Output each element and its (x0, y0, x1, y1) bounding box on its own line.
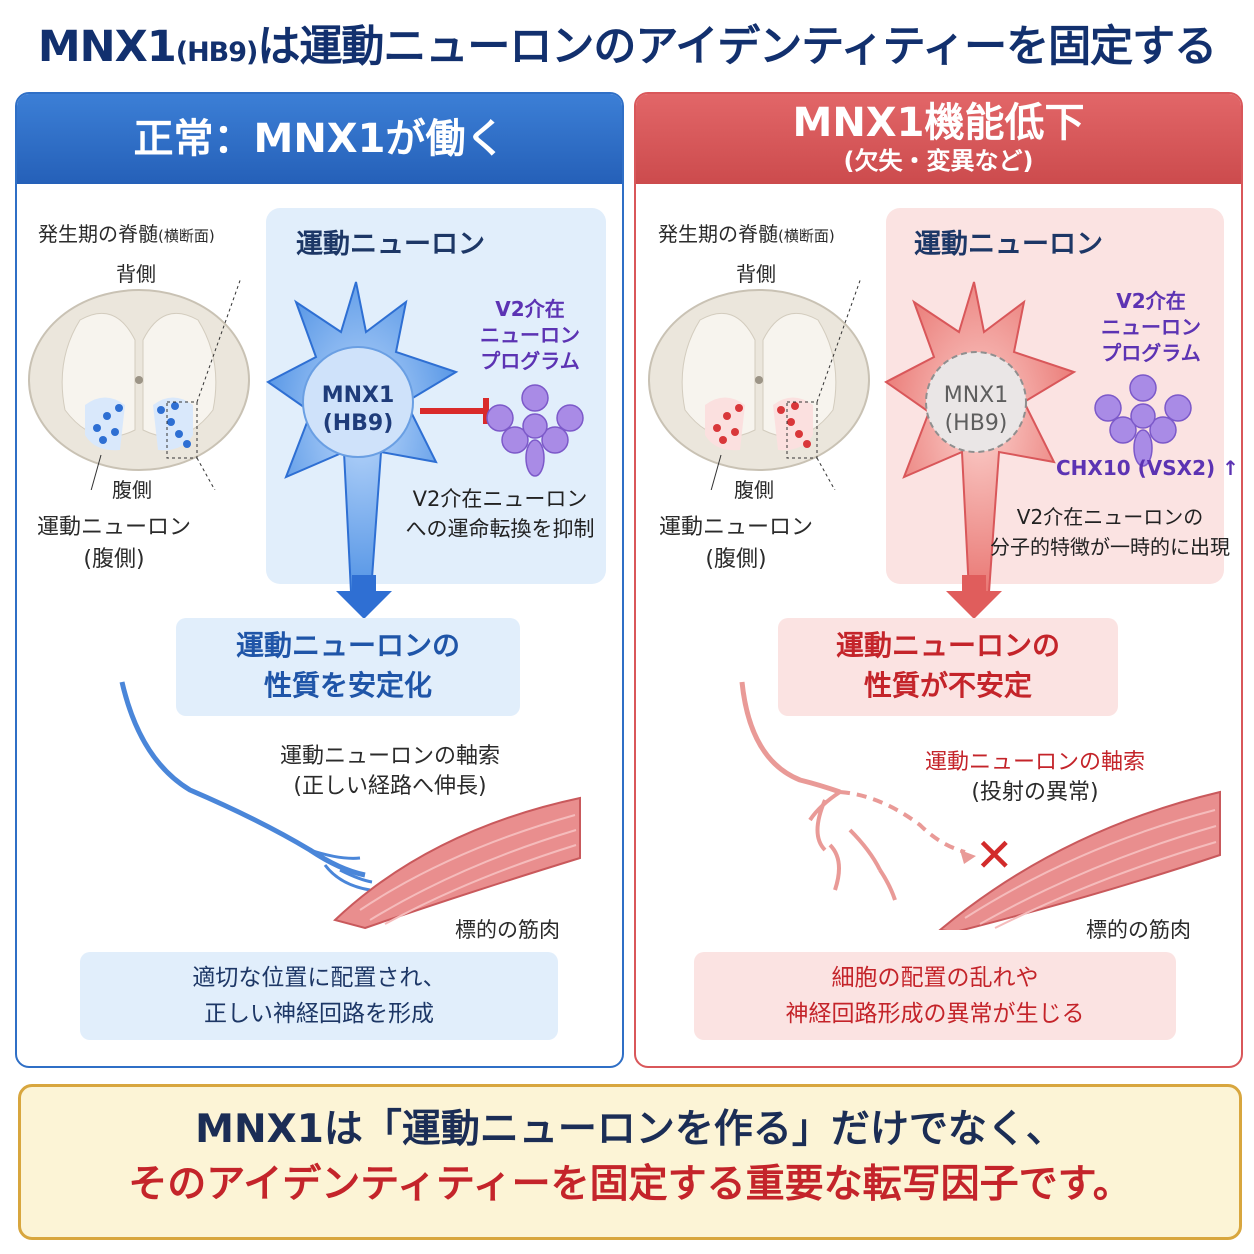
spinal-cord-section (648, 280, 870, 490)
unstable-identity-box: 運動ニューロンの性質が不安定 (778, 618, 1118, 716)
title-rest: は運動ニューロンのアイデンティティーを固定する (257, 22, 1217, 72)
inhibit-fate-text: V2介在ニューロンへの運命転換を抑制 (405, 487, 595, 541)
motor-neuron-ventral-label: 運動ニューロン(腹側) (36, 515, 191, 572)
summary-box: MNX1は「運動ニューロンを作る」だけでなく、 そのアイデンティティーを固定する… (18, 1084, 1242, 1240)
up-arrow-icon: ↑ (1222, 456, 1239, 480)
axon-to-muscle-abnormal (739, 681, 1221, 930)
mnx1-nucleus-label: MNX1(HB9) (943, 383, 1009, 436)
axon-label-normal: 運動ニューロンの軸索(正しい経路へ伸長) (279, 744, 500, 799)
target-muscle-label: 標的の筋肉 (1086, 918, 1191, 942)
normal-outcome-box: 適切な位置に配置され、正しい神経回路を形成 (80, 952, 558, 1040)
stabilized-identity-box: 運動ニューロンの性質を安定化 (176, 618, 520, 716)
down-arrow-red (946, 575, 1002, 619)
summary-line-2: そのアイデンティティーを固定する重要な転写因子です。 (128, 1162, 1132, 1207)
motor-neuron-cell-blue (266, 281, 459, 592)
motor-neuron-cell-red (884, 281, 1077, 592)
summary-line-1: MNX1は「運動ニューロンを作る」だけでなく、 (195, 1107, 1065, 1152)
spinal-cord-label: 発生期の脊髄(横断面) (658, 222, 835, 246)
ventral-label: 腹側 (734, 478, 774, 502)
ventral-label: 腹側 (112, 478, 152, 502)
neuron-title: 運動ニューロン (296, 229, 485, 260)
v2-program-label: V2介在ニューロンプログラム (480, 297, 580, 373)
spinal-cord-section (28, 280, 250, 490)
mnx1-nucleus-label: MNX1(HB9) (321, 383, 395, 436)
abnormal-outcome-box: 細胞の配置の乱れや神経回路形成の異常が生じる (694, 952, 1176, 1040)
target-muscle-label: 標的の筋肉 (455, 918, 560, 942)
axon-label-abnormal: 運動ニューロンの軸索(投射の異常) (924, 750, 1145, 805)
down-arrow-blue (336, 575, 392, 619)
axon-to-muscle-normal (119, 681, 581, 930)
neuron-title: 運動ニューロン (914, 229, 1103, 260)
chx10-marker: CHX10 (VSX2) ↑ (1056, 456, 1239, 480)
page-title: MNX1(HB9)は運動ニューロンのアイデンティティーを固定する (0, 12, 1254, 74)
v2-feature-text: V2介在ニューロンの分子的特徴が一時的に出現 (990, 505, 1230, 559)
cross-icon: ✕ (975, 828, 1014, 882)
v2-program-cluster-icon (486, 384, 584, 477)
loss-panel-header: MNX1機能低下 (欠失・変異など) (636, 94, 1241, 184)
v2-program-cluster-icon (1094, 374, 1192, 467)
motor-neuron-ventral-label: 運動ニューロン(腹側) (658, 515, 813, 572)
title-main: MNX1 (37, 22, 177, 72)
v2-program-label: V2介在ニューロンプログラム (1101, 289, 1201, 365)
dorsal-label: 背側 (116, 262, 156, 286)
spinal-cord-label: 発生期の脊髄(横断面) (38, 222, 215, 246)
inhibition-arrow (420, 398, 489, 424)
dorsal-label: 背側 (736, 262, 776, 286)
normal-panel-header: 正常：MNX1が働く (17, 94, 622, 184)
title-paren: (HB9) (175, 37, 259, 68)
